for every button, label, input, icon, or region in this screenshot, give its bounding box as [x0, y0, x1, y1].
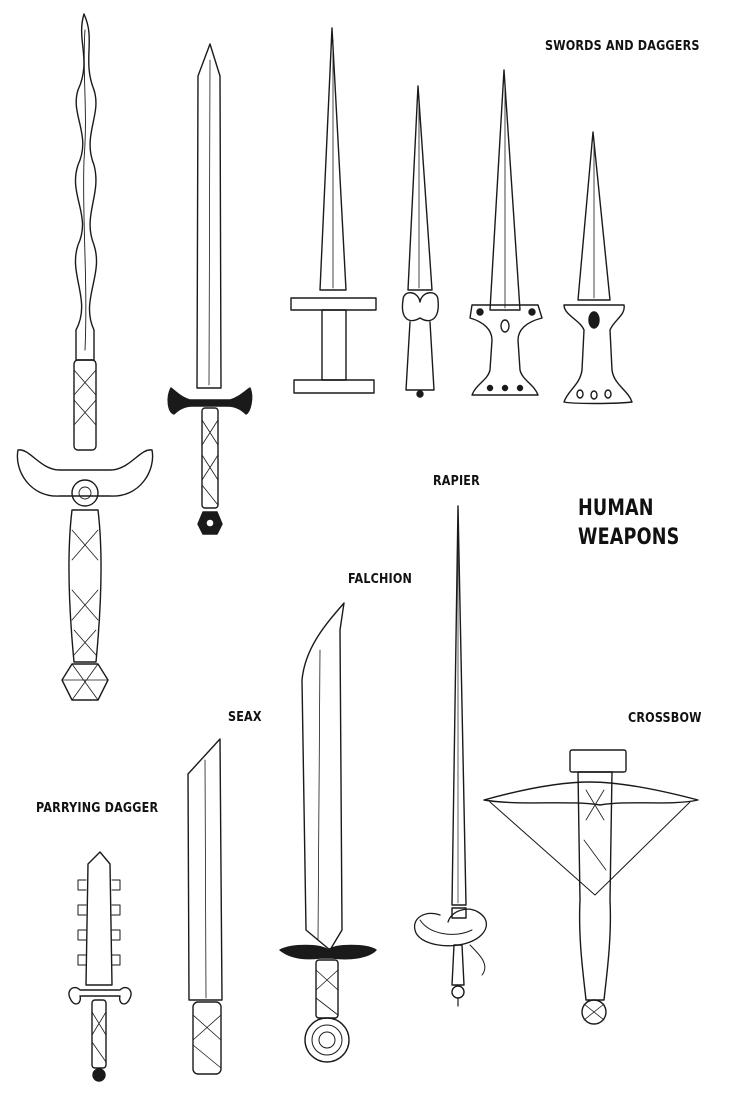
parrying-dagger-illustration [68, 851, 132, 1082]
rapier-illustration [413, 505, 488, 1007]
heading-weapons: WEAPONS [578, 525, 680, 550]
longsword-illustration [167, 43, 253, 535]
label-falchion: FALCHION [348, 572, 413, 587]
label-seax: SEAX [228, 710, 262, 725]
ballock-dagger-illustration [401, 85, 439, 398]
flamberge-sword-illustration [16, 13, 154, 701]
label-parrying-dagger: PARRYING DAGGER [36, 801, 159, 816]
crossbow-illustration [483, 749, 699, 1025]
ornate-dagger-illustration [563, 131, 633, 405]
seax-illustration [187, 738, 223, 1075]
pierced-guard-dagger-illustration [469, 69, 543, 396]
falchion-illustration [279, 602, 377, 1063]
label-swords-and-daggers: SWORDS AND DAGGERS [545, 39, 700, 54]
h-guard-dagger-illustration [290, 27, 377, 394]
label-crossbow: CROSSBOW [628, 711, 702, 726]
heading-human: HUMAN [578, 496, 654, 521]
label-rapier: RAPIER [433, 474, 480, 489]
